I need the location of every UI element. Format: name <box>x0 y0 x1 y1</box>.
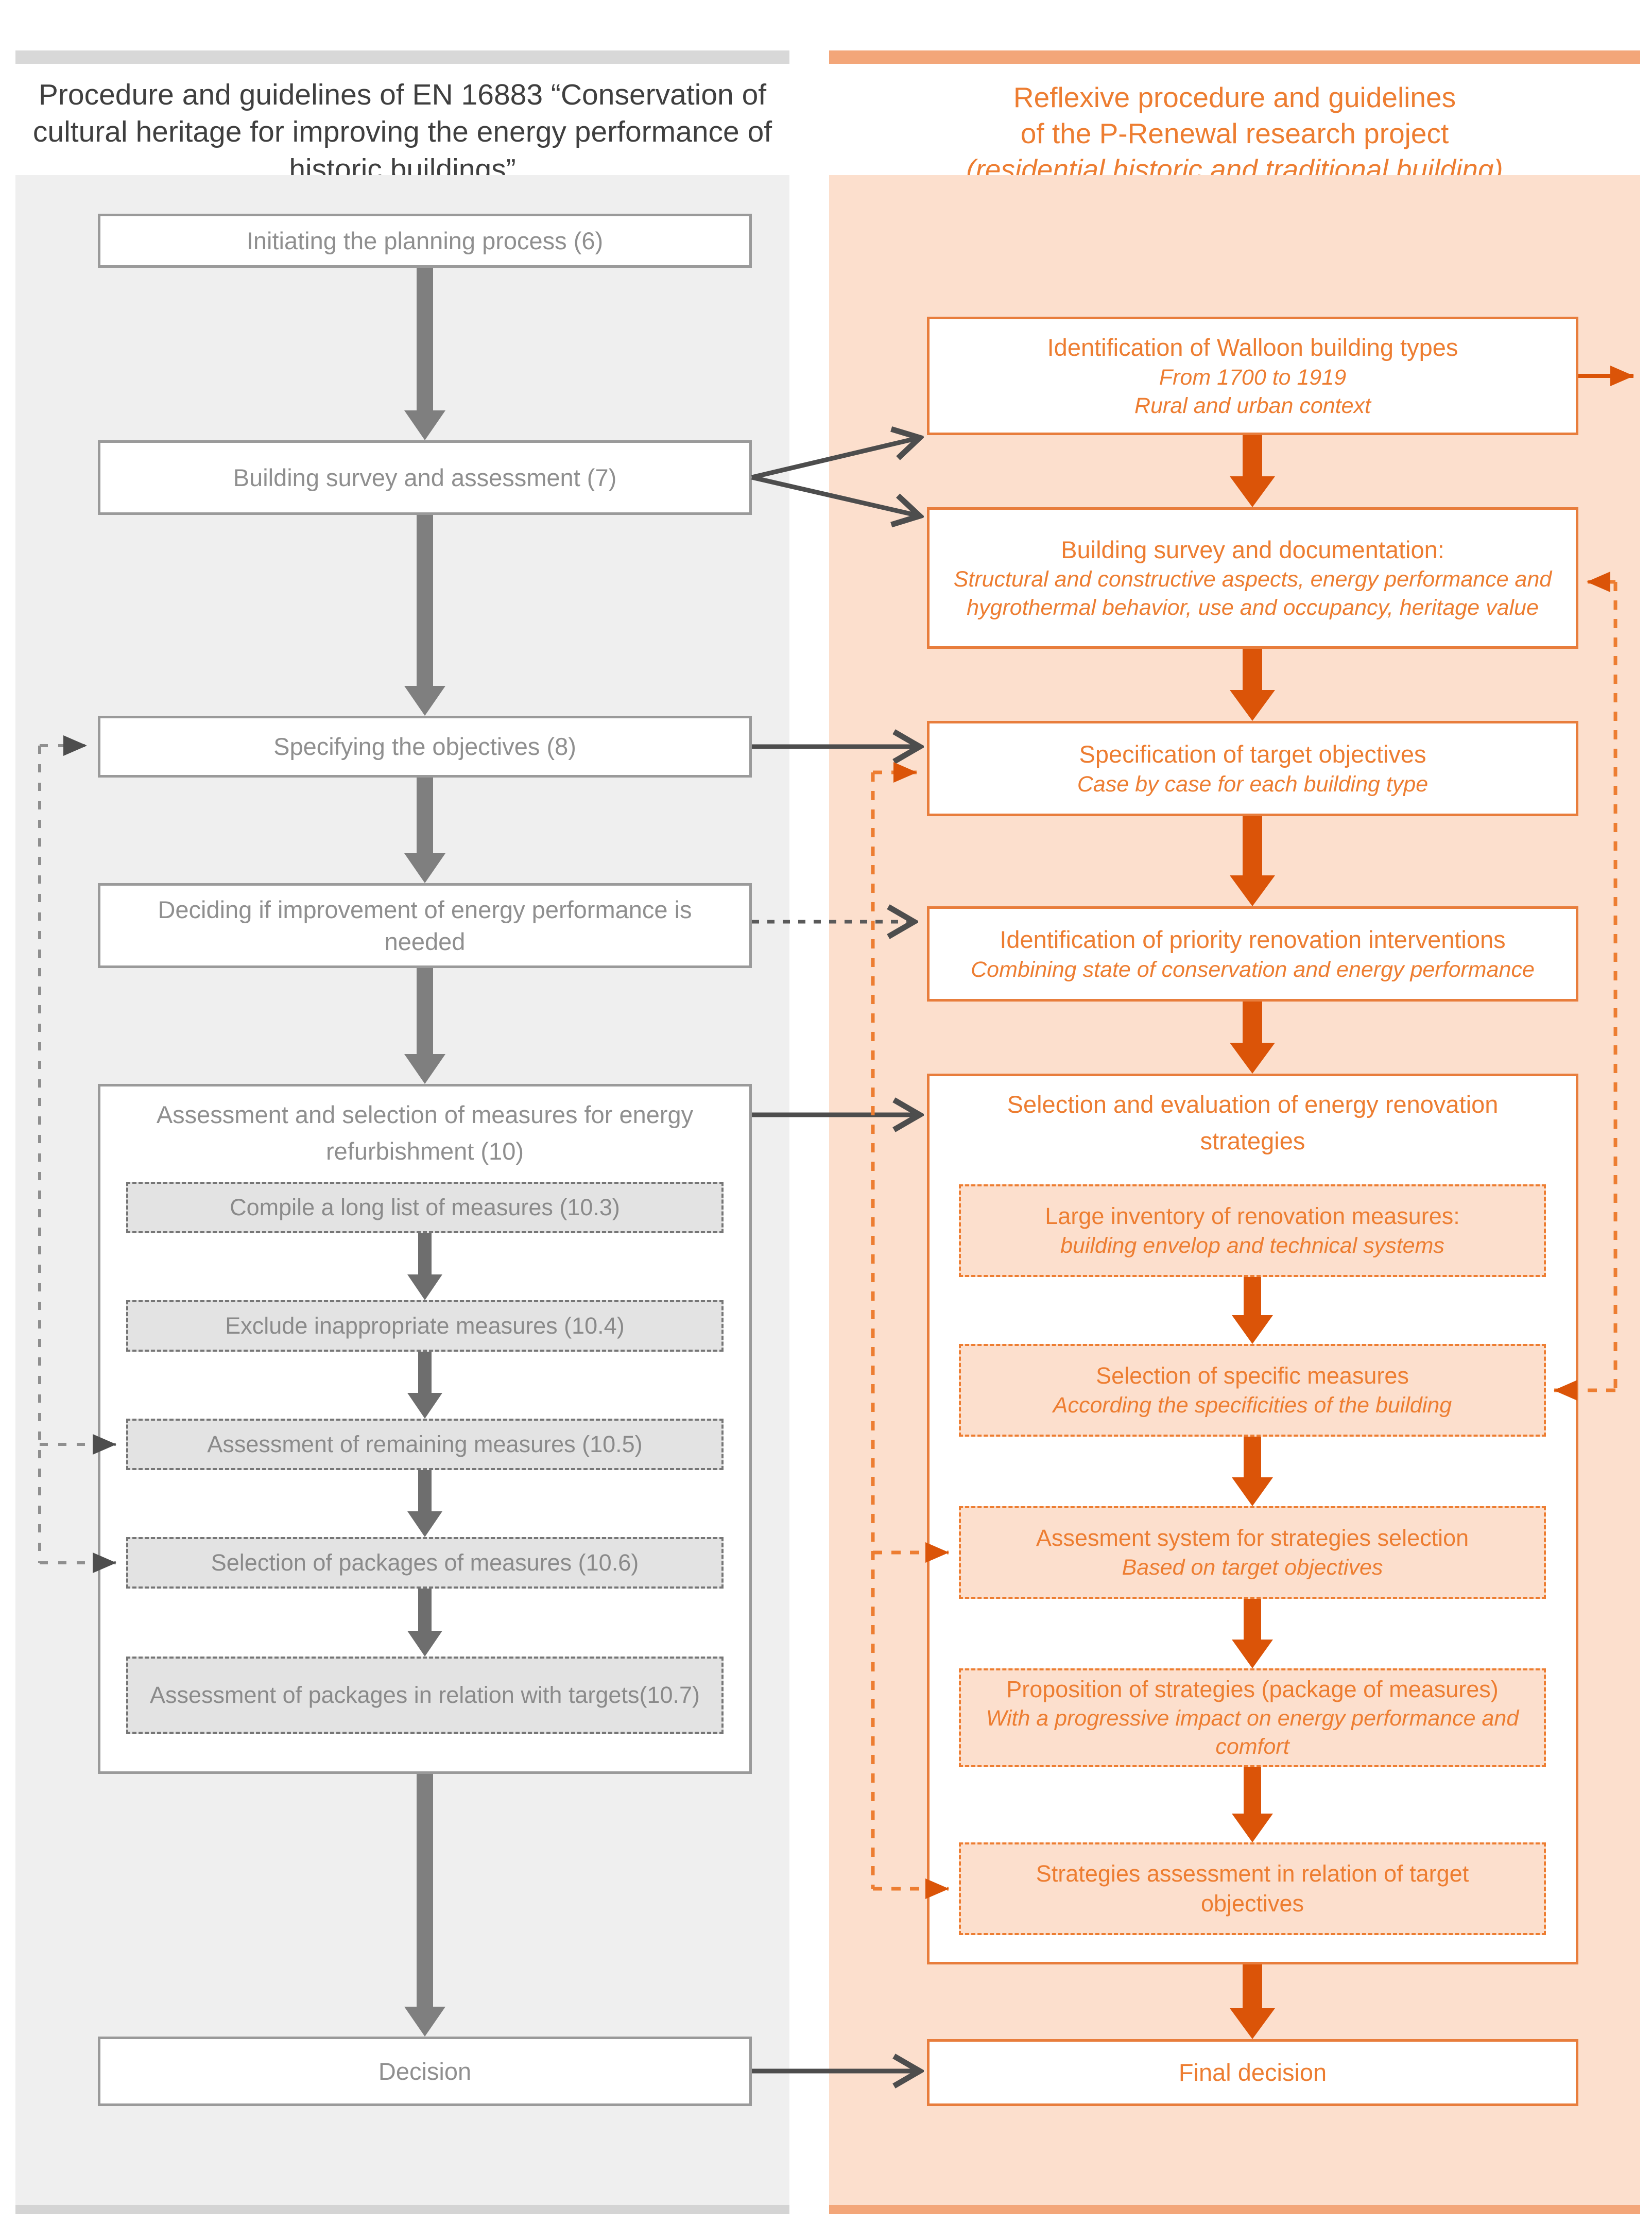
step-identification-priority-interventions: Identification of priority renovation in… <box>927 906 1578 1002</box>
substep-label: Exclude inappropriate measures (10.4) <box>225 1313 625 1339</box>
substep-subtitle: With a progressive impact on energy perf… <box>986 1706 1519 1760</box>
substep-proposition-strategies: Proposition of strategies (package of me… <box>959 1668 1546 1767</box>
down-arrow-icon <box>404 778 445 883</box>
step-title: Identification of Walloon building types <box>1047 334 1458 361</box>
right-header-bar <box>829 50 1640 64</box>
group-title-text: Assessment and selection of measures for… <box>156 1101 694 1165</box>
down-arrow-icon <box>1230 649 1275 721</box>
step-label: Decision <box>378 2057 472 2085</box>
step-identification-walloon-types: Identification of Walloon building types… <box>927 317 1578 435</box>
substep-subtitle: According the specificities of the build… <box>1053 1392 1452 1418</box>
substep-title: Strategies assessment in relation of tar… <box>1036 1860 1469 1917</box>
step-initiating-planning: Initiating the planning process (6) <box>98 214 752 268</box>
substep-label: Assessment of remaining measures (10.5) <box>207 1431 643 1457</box>
connector-survey-to-walloon <box>751 438 920 480</box>
substep-assesment-system: Assesment system for strategies selectio… <box>959 1506 1546 1599</box>
group-title-right: Selection and evaluation of energy renov… <box>942 1086 1563 1159</box>
down-arrow-icon <box>1232 1599 1273 1668</box>
substep-exclude-inappropriate: Exclude inappropriate measures (10.4) <box>126 1300 724 1352</box>
substep-large-inventory: Large inventory of renovation measures: … <box>959 1184 1546 1277</box>
right-inner-feedback-loop <box>871 762 949 1899</box>
step-subtitle: Rural and urban context <box>1134 393 1371 418</box>
left-header-bar <box>15 50 789 64</box>
substep-compile-long-list: Compile a long list of measures (10.3) <box>126 1182 724 1233</box>
left-title-line: Procedure and guidelines of EN 16883 “Co… <box>38 78 767 111</box>
down-arrow-icon <box>407 1233 442 1300</box>
group-title-left: Assessment and selection of measures for… <box>113 1097 736 1169</box>
step-decision: Decision <box>98 2037 752 2106</box>
down-arrow-icon <box>1230 816 1275 906</box>
down-arrow-icon <box>1230 1002 1275 1074</box>
down-arrow-icon <box>404 515 445 716</box>
substep-label: Assessment of packages in relation with … <box>149 1682 700 1708</box>
step-title: Specification of target objectives <box>1079 740 1426 768</box>
step-building-survey-documentation: Building survey and documentation: Struc… <box>927 507 1578 649</box>
left-title-line: cultural heritage for improving the ener… <box>32 115 772 149</box>
substep-strategies-assessment: Strategies assessment in relation of tar… <box>959 1842 1546 1935</box>
step-deciding-improvement: Deciding if improvement of energy perfor… <box>98 883 752 968</box>
down-arrow-icon <box>404 1774 445 2037</box>
down-arrow-icon <box>407 1352 442 1419</box>
substep-subtitle: building envelop and technical systems <box>1060 1233 1444 1258</box>
step-title: Building survey and documentation: <box>1061 536 1444 563</box>
step-subtitle: From 1700 to 1919 <box>1159 365 1347 390</box>
substep-label: Compile a long list of measures (10.3) <box>230 1194 620 1220</box>
step-label: Initiating the planning process (6) <box>246 227 604 254</box>
step-building-survey-assessment: Building survey and assessment (7) <box>98 440 752 515</box>
substep-title: Proposition of strategies (package of me… <box>1006 1676 1499 1702</box>
down-arrow-icon <box>407 1470 442 1537</box>
down-arrow-icon <box>1232 1767 1273 1842</box>
right-outer-feedback-loop <box>1554 572 1617 1401</box>
step-subtitle: Case by case for each building type <box>1077 771 1429 797</box>
right-title-line: Reflexive procedure and guidelines <box>1013 81 1456 113</box>
left-feedback-loop <box>38 735 116 1573</box>
step-title: Final decision <box>1178 2059 1327 2086</box>
group-title-text: Selection and evaluation of energy renov… <box>1007 1091 1499 1154</box>
step-final-decision: Final decision <box>927 2039 1578 2106</box>
step-subtitle: Combining state of conservation and ener… <box>971 957 1535 982</box>
step-specification-target-objectives: Specification of target objectives Case … <box>927 721 1578 816</box>
down-arrow-icon <box>1230 1964 1275 2039</box>
down-arrow-icon <box>407 1589 442 1657</box>
cross-connectors <box>751 438 920 2071</box>
step-label: Specifying the objectives (8) <box>273 733 576 761</box>
substep-subtitle: Based on target objectives <box>1122 1555 1383 1580</box>
substep-label: Selection of packages of measures (10.6) <box>211 1549 639 1576</box>
down-arrow-icon <box>1232 1277 1273 1344</box>
right-flow-arrows <box>1230 435 1275 2039</box>
down-arrow-icon <box>404 268 445 440</box>
down-arrow-icon <box>404 968 445 1084</box>
down-arrow-icon <box>1232 1437 1273 1506</box>
step-title: Identification of priority renovation in… <box>1000 926 1506 954</box>
connector-survey-to-documentation <box>751 475 920 516</box>
step-subtitle: Structural and constructive aspects, ene… <box>953 567 1552 620</box>
substep-assessment-packages-targets: Assessment of packages in relation with … <box>126 1657 724 1734</box>
substep-title: Assesment system for strategies selectio… <box>1036 1525 1469 1551</box>
substep-selection-specific-measures: Selection of specific measures According… <box>959 1344 1546 1437</box>
substep-title: Selection of specific measures <box>1096 1362 1409 1389</box>
right-title-line: of the P-Renewal research project <box>1020 117 1449 149</box>
step-label: Building survey and assessment (7) <box>233 463 617 491</box>
left-flow-arrows <box>404 268 445 2037</box>
substep-title: Large inventory of renovation measures: <box>1045 1203 1460 1230</box>
step-specifying-objectives: Specifying the objectives (8) <box>98 716 752 778</box>
down-arrow-icon <box>1230 435 1275 507</box>
substep-assessment-remaining: Assessment of remaining measures (10.5) <box>126 1419 724 1470</box>
substep-selection-packages: Selection of packages of measures (10.6) <box>126 1537 724 1589</box>
step-label: Deciding if improvement of energy perfor… <box>158 896 692 955</box>
